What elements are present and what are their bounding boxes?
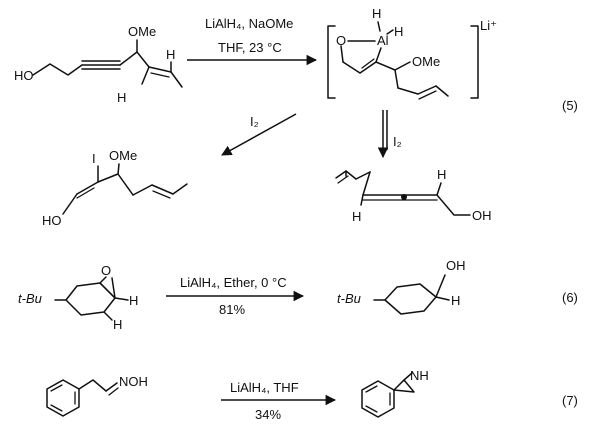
eq6-conditions-top: LiAlH₄, Ether, 0 °C bbox=[180, 275, 287, 290]
eq6-epoxide-starting-material: t-Bu O H H bbox=[18, 263, 138, 332]
eq5-iodination-arrow-down: I₂ bbox=[377, 110, 402, 159]
eq5-int-ome: OMe bbox=[412, 54, 440, 69]
eq6-sm-h2: H bbox=[113, 317, 122, 332]
eq7-conditions-top: LiAlH₄, THF bbox=[230, 380, 299, 395]
eq7-aziridine-product: NH bbox=[361, 368, 429, 418]
eq5-sm-h1: H bbox=[166, 47, 175, 62]
eq5-i2-left: I₂ bbox=[250, 114, 259, 129]
eq7-p-nh: NH bbox=[410, 368, 429, 383]
eq7-reaction-arrow: LiAlH₄, THF 34% bbox=[221, 380, 337, 422]
eq6-sm-h1: H bbox=[129, 293, 138, 308]
eq7-number: (7) bbox=[562, 393, 578, 408]
eq5-int-al: Al bbox=[377, 33, 389, 48]
eq5-int-o: O bbox=[336, 33, 346, 48]
eq5-int-h2: H bbox=[394, 24, 403, 39]
eq6-sm-o: O bbox=[101, 263, 111, 278]
eq6-number: (6) bbox=[562, 290, 578, 305]
eq5-iodination-arrow-left: I₂ bbox=[221, 113, 297, 156]
eq5-p1-ho: HO bbox=[42, 213, 62, 228]
eq5-number: (5) bbox=[562, 98, 578, 113]
eq5-sm-h2: H bbox=[117, 90, 126, 105]
eq5-sm-ome: OMe bbox=[128, 24, 156, 39]
eq5-p1-i: I bbox=[92, 151, 96, 166]
eq6-alcohol-product: t-Bu OH H bbox=[337, 258, 466, 315]
eq5-conditions-bottom: THF, 23 °C bbox=[218, 40, 282, 55]
eq5-p2-h2: H bbox=[437, 167, 446, 182]
eq5-vinyl-iodide-product: I OMe HO bbox=[42, 148, 188, 228]
eq5-int-h1: H bbox=[372, 6, 381, 21]
eq6-p-tbu: t-Bu bbox=[337, 291, 361, 306]
eq5-allene-product: H H OH bbox=[335, 167, 492, 224]
eq7-yield: 34% bbox=[255, 407, 281, 422]
eq5-sm-ho: HO bbox=[14, 68, 34, 83]
eq5-i2-down: I₂ bbox=[393, 134, 402, 149]
eq5-allene-center-dot bbox=[401, 194, 407, 200]
eq5-p2-oh: OH bbox=[472, 208, 492, 223]
eq5-aluminate-intermediate: O Al H H OMe Li⁺ bbox=[327, 6, 497, 100]
eq7-oxime-starting-material: NOH bbox=[46, 374, 148, 417]
eq6-yield: 81% bbox=[219, 302, 245, 317]
eq5-starting-material: HO OMe H H bbox=[14, 24, 183, 105]
eq5-int-li: Li⁺ bbox=[480, 18, 497, 33]
eq7-sm-noh: NOH bbox=[119, 374, 148, 389]
eq6-reaction-arrow: LiAlH₄, Ether, 0 °C 81% bbox=[166, 275, 305, 317]
eq5-conditions-top: LiAlH₄, NaOMe bbox=[205, 16, 293, 31]
eq6-p-oh: OH bbox=[446, 258, 466, 273]
eq5-p2-h1: H bbox=[352, 209, 361, 224]
eq6-p-h: H bbox=[451, 293, 460, 308]
eq6-sm-tbu: t-Bu bbox=[18, 291, 42, 306]
eq5-p1-ome: OMe bbox=[109, 148, 137, 163]
eq5-reaction-arrow: LiAlH₄, NaOMe THF, 23 °C bbox=[187, 16, 318, 66]
